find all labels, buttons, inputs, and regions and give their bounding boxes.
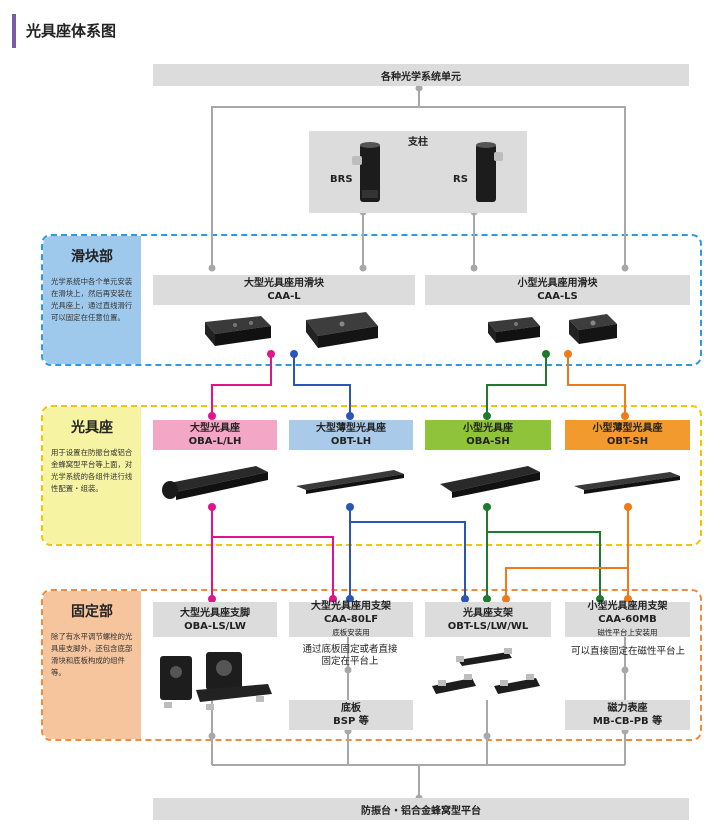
slide-section (41, 234, 702, 366)
bench-header-oba-sh: 小型光具座 OBA-SH (425, 420, 551, 450)
stand-obt-ls-image (432, 648, 540, 694)
sub-mb-model: MB-CB-PB 等 (592, 716, 663, 727)
platform-label: 防振台・铝合金蜂窝型平台 (361, 805, 481, 817)
bench-obt-sh-model: OBT-SH (606, 436, 649, 447)
slide-header-large: 大型光具座用滑块 CAA-L (153, 275, 415, 305)
slide-section-title: 滑块部 (71, 249, 113, 265)
slide-header-small: 小型光具座用滑块 CAA-LS (425, 275, 690, 305)
slide-large-model: CAA-L (267, 291, 301, 302)
fix-note-right: 可以直接固定在磁性平台上 (570, 646, 685, 657)
fix-header-caa-60mb: 小型光具座用支架 CAA-60MB 磁性平台上安装用 (565, 601, 690, 637)
bench-oba-l-name: 大型光具座 (190, 423, 240, 434)
slide-small-name: 小型光具座用滑块 (517, 278, 598, 289)
slide-small-model: CAA-LS (537, 291, 578, 302)
fix-obt-ls-name: 光具座支架 (463, 607, 513, 619)
fix-section-title: 固定部 (71, 604, 113, 620)
fix-caa-60mb-model: CAA-60MB (598, 614, 657, 625)
fix-section (41, 589, 702, 741)
sub-mb-name: 磁力表座 (607, 703, 648, 714)
fix-header-oba-ls: 大型光具座支脚 OBA-LS/LW (153, 602, 277, 637)
fix-caa-80lf-note: 底板安装用 (332, 628, 370, 637)
fix-note-left: 通过底板固定或者直接固定在平台上 (302, 644, 398, 667)
optical-units-bar: 各种光学系统单元 (153, 64, 689, 86)
bench-section-desc: 用于设置在防振台或铝合金蜂窝型平台等上面，对光学系统的各组件进行线性配置・组装。 (51, 448, 133, 493)
rs-post-image (476, 142, 503, 202)
fix-oba-ls-name: 大型光具座支脚 (180, 607, 250, 619)
fix-section-desc: 除了有水平调节螺栓的光具座支脚外，还包含底部滑块和底板构成的组件等。 (51, 632, 133, 677)
bench-section-sidebar: 光具座 用于设置在防振台或铝合金蜂窝型平台等上面，对光学系统的各组件进行线性配置… (43, 407, 141, 544)
slide-caa-ls-image-1 (488, 317, 540, 343)
bench-header-oba-l: 大型光具座 OBA-L/LH (153, 420, 277, 450)
rs-label: RS (453, 174, 468, 185)
leg-oba-ls-image (160, 652, 272, 710)
fix-oba-ls-model: OBA-LS/LW (184, 620, 246, 632)
rail-obt-lh-image (296, 470, 404, 494)
bench-obt-sh-name: 小型薄型光具座 (592, 423, 663, 434)
brs-post-image (352, 142, 380, 202)
bench-oba-sh-model: OBA-SH (466, 436, 510, 447)
platform-bar: 防振台・铝合金蜂窝型平台 (153, 798, 689, 820)
fix-header-obt-ls: 光具座支架 OBT-LS/LW/WL (425, 602, 551, 637)
fix-header-caa-80lf: 大型光具座用支架 CAA-80LF 底板安装用 (289, 601, 413, 637)
sub-box-mb: 磁力表座 MB-CB-PB 等 (565, 700, 690, 730)
bench-section (41, 405, 702, 546)
bench-section-title: 光具座 (71, 420, 113, 436)
slide-caa-ls-image-2 (569, 314, 617, 344)
rail-oba-l-image (162, 466, 268, 500)
slide-section-sidebar: 滑块部 光学系统中各个单元安装在滑块上，然后再安装在光具座上，通过直线滑行可以固… (43, 236, 141, 364)
bench-header-obt-lh: 大型薄型光具座 OBT-LH (289, 420, 413, 450)
optical-units-label: 各种光学系统单元 (381, 71, 461, 83)
slide-caa-l-image-2 (306, 312, 378, 348)
slide-section-desc: 光学系统中各个单元安装在滑块上，然后再安装在光具座上，通过直线滑行可以固定在任意… (51, 277, 133, 322)
bench-obt-lh-name: 大型薄型光具座 (316, 423, 386, 434)
slide-caa-l-image-1 (205, 316, 271, 346)
fix-caa-60mb-note: 磁性平台上安装用 (597, 628, 658, 637)
bench-oba-l-model: OBA-L/LH (188, 436, 242, 447)
bench-header-obt-sh: 小型薄型光具座 OBT-SH (565, 420, 690, 450)
title-accent-bar (12, 14, 16, 48)
bench-obt-lh-model: OBT-LH (330, 436, 372, 447)
slide-large-name: 大型光具座用滑块 (244, 278, 324, 289)
fix-obt-ls-model: OBT-LS/LW/WL (447, 620, 529, 632)
sub-bsp-name: 底板 (341, 703, 361, 714)
posts-title: 支柱 (408, 137, 428, 148)
fix-section-sidebar: 固定部 除了有水平调节螺栓的光具座支脚外，还包含底部滑块和底板构成的组件等。 (43, 591, 141, 739)
fix-caa-80lf-model: CAA-80LF (323, 614, 379, 625)
rail-oba-sh-image (440, 466, 540, 498)
rail-obt-sh-image (574, 472, 680, 494)
fix-caa-60mb-name: 小型光具座用支架 (587, 601, 668, 612)
page-title: 光具座体系图 (26, 22, 117, 40)
brs-label: BRS (330, 174, 353, 185)
sub-bsp-model: BSP 等 (333, 716, 369, 727)
bench-oba-sh-name: 小型光具座 (463, 423, 513, 434)
sub-box-bsp: 底板 BSP 等 (289, 700, 413, 730)
fix-caa-80lf-name: 大型光具座用支架 (311, 601, 391, 612)
